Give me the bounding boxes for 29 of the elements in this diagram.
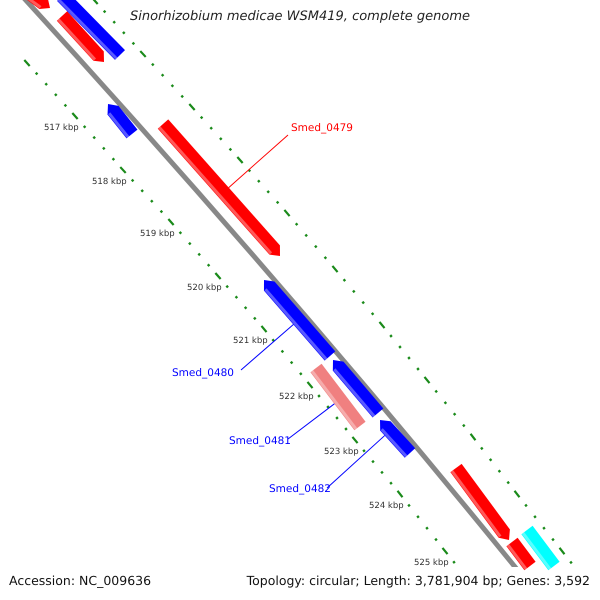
scale-label: 519 kbp: [140, 229, 175, 239]
footer-text: Topology: circular; Length: 3,781,904 bp; Genes: 3,592: [246, 573, 590, 588]
gene-feature-block: [158, 119, 280, 256]
gene-feature-block: [380, 420, 416, 458]
gene-feature-block: [450, 464, 510, 540]
leader-line: [288, 403, 335, 440]
gene-feature-block: [521, 526, 560, 570]
gene-feature-block: [506, 538, 536, 570]
gene-feature-block: [57, 0, 125, 60]
scale-label: 521 kbp: [233, 336, 268, 346]
scale-label: 517 kbp: [44, 123, 79, 133]
scale-label: 524 kbp: [369, 501, 404, 511]
gene-feature-block: [108, 104, 138, 138]
scale-label: 523 kbp: [324, 447, 359, 457]
scale-label: 518 kbp: [92, 177, 127, 187]
leader-line: [228, 134, 288, 188]
gene-label: Smed_0481: [229, 435, 291, 447]
leader-line: [240, 324, 294, 370]
gene-label: Smed_0479: [291, 122, 353, 134]
title: Sinorhizobium medicae WSM419, complete genome: [128, 9, 472, 24]
gene-feature-block: [56, 11, 104, 62]
scale-label: 520 kbp: [187, 283, 222, 293]
gene-label: Smed_0480: [172, 367, 234, 379]
scale-label: 525 kbp: [414, 558, 449, 568]
scale-label: 522 kbp: [279, 392, 314, 402]
leader-line: [326, 435, 386, 488]
footer-text: Accession: NC_009636: [9, 573, 152, 588]
gene-label: Smed_0482: [269, 483, 331, 495]
gene-feature-block: [332, 360, 384, 418]
